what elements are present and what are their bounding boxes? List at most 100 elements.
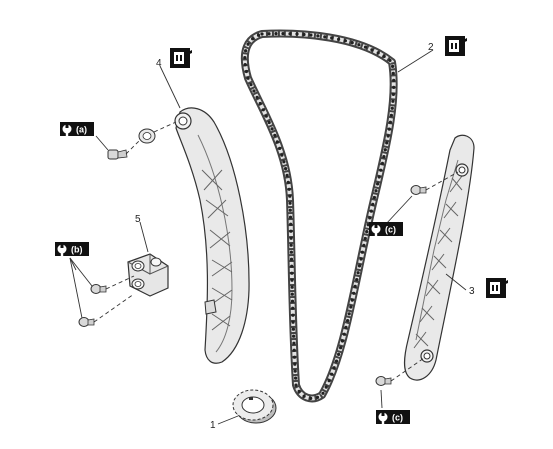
chain-link-pin bbox=[290, 278, 294, 282]
chain-link-pin bbox=[289, 236, 293, 240]
chain-link-pin bbox=[246, 42, 250, 46]
chain-link-pin bbox=[376, 51, 380, 55]
assembly-lines bbox=[93, 121, 459, 382]
torque-label-c-upper: (c) bbox=[385, 225, 396, 235]
crankshaft-sprocket bbox=[232, 389, 277, 424]
torque-wrench-icon bbox=[55, 242, 69, 256]
chain-link-pin bbox=[270, 127, 274, 131]
chain-link-pin bbox=[289, 257, 294, 261]
chain-link-pin bbox=[293, 362, 297, 366]
chain-link-pin bbox=[287, 187, 291, 191]
chain-link-pin bbox=[274, 31, 278, 36]
chain-link-pin bbox=[286, 180, 290, 184]
chain-link-pin bbox=[365, 230, 369, 234]
bolts-b bbox=[78, 284, 107, 327]
chain-link-pin bbox=[267, 120, 271, 125]
chain-link-pin bbox=[252, 89, 256, 93]
chain-guide-left bbox=[174, 107, 250, 364]
chain-link-pin bbox=[288, 194, 292, 198]
callout-2: 2 bbox=[428, 42, 434, 53]
chain-link-pin bbox=[387, 127, 391, 131]
chain-link-pin bbox=[362, 243, 366, 247]
chain-link-pin bbox=[350, 41, 354, 45]
chain-link-pin bbox=[392, 78, 396, 82]
chain-link-pin bbox=[288, 32, 292, 36]
chain-link-pin bbox=[267, 32, 271, 36]
torque-badge-c-upper: (c) bbox=[369, 222, 403, 236]
chain-link-pin bbox=[255, 95, 259, 99]
chain-link-pin bbox=[327, 379, 331, 383]
chain-link-pin bbox=[391, 64, 395, 68]
chain-link-pin bbox=[382, 54, 386, 59]
chain-link-pin bbox=[357, 264, 362, 268]
oil-can-icon bbox=[486, 278, 508, 298]
chain-link-pin bbox=[292, 334, 296, 338]
torque-wrench-icon bbox=[376, 410, 390, 424]
bolt-a bbox=[107, 128, 156, 160]
bolts-c bbox=[375, 185, 427, 386]
chain-link-pin bbox=[288, 208, 292, 212]
chain-link-pin bbox=[391, 92, 395, 96]
chain-link-pin bbox=[368, 216, 372, 220]
chain-link-pin bbox=[346, 319, 350, 323]
chain-link-pin bbox=[363, 45, 368, 49]
chain-link-pin bbox=[281, 31, 285, 36]
chain-link-pin bbox=[353, 284, 357, 288]
chain-link-pin bbox=[309, 33, 313, 37]
chain-link-pin bbox=[251, 37, 255, 41]
chain-link-pin bbox=[294, 376, 298, 380]
chain-link-pin bbox=[337, 37, 341, 41]
chain-link-pin bbox=[288, 201, 292, 205]
callout-5: 5 bbox=[135, 214, 141, 225]
chain-guide-right bbox=[403, 134, 475, 381]
chain-link-pin bbox=[284, 167, 288, 171]
chain-link-pin bbox=[344, 325, 348, 329]
chain-link-pin bbox=[289, 243, 293, 247]
chain-link-pin bbox=[391, 71, 395, 75]
chain-link-pin bbox=[278, 146, 282, 150]
chain-link-pin bbox=[316, 34, 320, 38]
chain-link-pin bbox=[383, 148, 387, 152]
chain-link-pin bbox=[295, 32, 299, 36]
oil-can-icon bbox=[170, 48, 192, 68]
chain-link-pin bbox=[360, 250, 364, 254]
chain-link-pin bbox=[244, 49, 248, 53]
chain-link-pin bbox=[315, 395, 320, 399]
chain-link-pin bbox=[302, 32, 306, 37]
chain-link-pin bbox=[290, 271, 294, 275]
chain-link-pin bbox=[377, 175, 381, 179]
chain-link-pin bbox=[291, 327, 295, 331]
chain-link-pin bbox=[340, 339, 345, 343]
torque-wrench-icon bbox=[60, 122, 74, 136]
torque-label-c-lower: (c) bbox=[392, 413, 403, 423]
chain-link-pin bbox=[347, 312, 351, 316]
chain-link-pin bbox=[349, 305, 353, 309]
chain-link-pin bbox=[302, 394, 306, 398]
callout-4: 4 bbox=[156, 58, 162, 69]
chain-link-pin bbox=[321, 391, 325, 395]
chain-link-pin bbox=[289, 229, 293, 233]
chain-link-pin bbox=[275, 140, 279, 144]
chain-link-pin bbox=[273, 133, 277, 137]
chain-link-pin bbox=[343, 39, 347, 43]
chain-link-pin bbox=[363, 236, 367, 241]
chain-link-pin bbox=[243, 63, 247, 67]
timing-chain bbox=[240, 29, 398, 403]
chain-link-pin bbox=[280, 153, 284, 157]
chain-link-pin bbox=[291, 320, 295, 324]
chain-link-pin bbox=[294, 383, 298, 387]
chain-link-pin bbox=[380, 161, 384, 165]
chain-link-pin bbox=[332, 366, 336, 370]
chain-link-pin bbox=[376, 182, 380, 186]
chain-link-pin bbox=[379, 168, 383, 172]
chain-link-pin bbox=[323, 35, 327, 39]
chain-link-pin bbox=[337, 352, 341, 356]
chain-link-pin bbox=[290, 299, 295, 303]
chain-link-pin bbox=[292, 341, 296, 345]
chain-link-pin bbox=[359, 257, 363, 261]
chain-link-pin bbox=[388, 58, 392, 63]
chain-link-pin bbox=[330, 372, 334, 376]
chain-link-pin bbox=[391, 99, 395, 103]
chain-link-pin bbox=[289, 222, 293, 226]
